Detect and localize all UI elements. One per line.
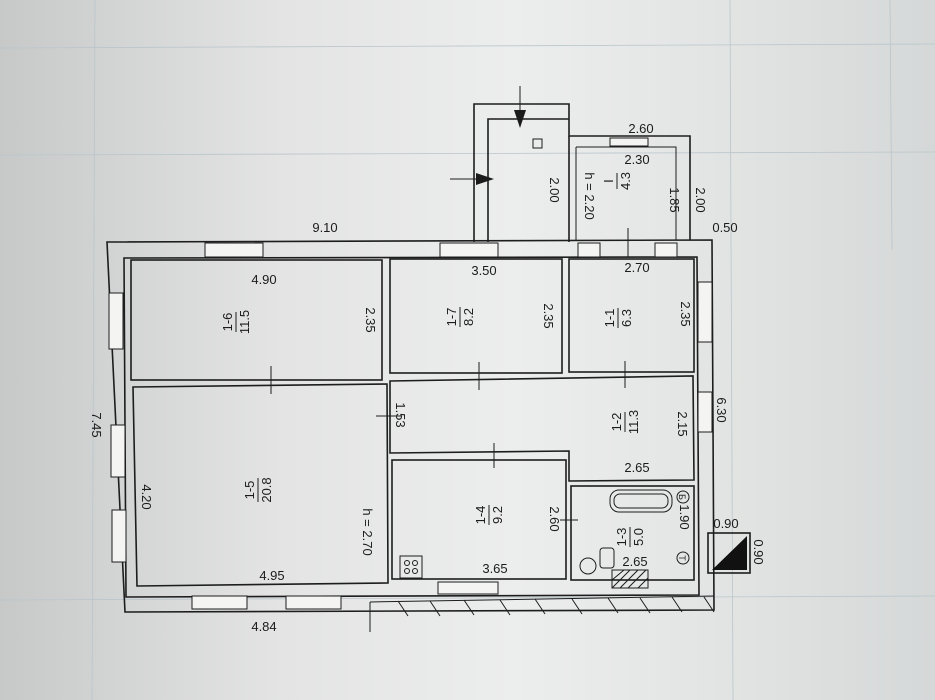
room-1-4-label: 1-4 9.2 xyxy=(473,505,505,525)
fixture-marks: Б Т xyxy=(677,494,687,561)
svg-text:1-7: 1-7 xyxy=(444,308,459,327)
entrance-arrow-icon xyxy=(450,86,526,185)
exterior-walls xyxy=(106,239,715,613)
dim-r13-width: 2.65 xyxy=(622,554,647,569)
svg-text:5.0: 5.0 xyxy=(631,528,646,546)
bath-mark-2: Т xyxy=(677,555,687,561)
vertical-dimensions: 7.45 6.30 2.35 2.35 2.35 2.15 1.53 4.20 … xyxy=(89,172,766,564)
dim-r14-height: 2.60 xyxy=(547,506,562,531)
dim-r14-width: 3.65 xyxy=(482,561,507,576)
svg-text:1-6: 1-6 xyxy=(220,313,235,332)
dim-r11-height: 2.35 xyxy=(678,301,693,326)
svg-text:8.2: 8.2 xyxy=(461,308,476,326)
svg-text:1-4: 1-4 xyxy=(473,506,488,525)
dim-ceiling-main: h = 2.70 xyxy=(360,508,375,555)
dim-r11-width: 2.70 xyxy=(624,260,649,275)
dim-porch-outer-width: 2.60 xyxy=(628,121,653,136)
svg-text:1-5: 1-5 xyxy=(242,481,257,500)
dim-r12-width: 2.65 xyxy=(624,460,649,475)
dim-r17-width: 3.50 xyxy=(471,263,496,278)
legend-symbol xyxy=(707,532,751,574)
interior-walls xyxy=(130,258,695,587)
svg-text:20.8: 20.8 xyxy=(259,477,274,502)
room-1-3-label: 1-3 5.0 xyxy=(614,527,646,547)
room-1-2-label: 1-2 11.3 xyxy=(609,410,641,434)
room-1-6-label: 1-6 11.5 xyxy=(220,310,252,334)
dim-r16-height: 2.35 xyxy=(363,307,378,332)
dim-porch-outer-height: 2.00 xyxy=(693,187,708,212)
svg-text:6.3: 6.3 xyxy=(619,309,634,327)
room-1-7-label: 1-7 8.2 xyxy=(444,307,476,327)
doors xyxy=(270,361,626,521)
dim-bottom-left: 4.84 xyxy=(251,619,276,634)
dim-porch-inner-width: 2.30 xyxy=(624,152,649,167)
dim-porch-offset: 0.50 xyxy=(712,220,737,235)
svg-text:I: I xyxy=(601,179,616,183)
bath-mark-1: Б xyxy=(677,494,687,500)
svg-text:1-3: 1-3 xyxy=(614,528,629,547)
dim-r12-left: 1.53 xyxy=(393,402,408,427)
dim-r13-height: 1.90 xyxy=(677,504,692,529)
svg-text:9.2: 9.2 xyxy=(490,506,505,524)
dim-overall-height: 7.45 xyxy=(89,412,104,437)
dim-r16-width: 4.90 xyxy=(251,272,276,287)
svg-text:11.3: 11.3 xyxy=(626,410,641,434)
room-I-label: I 4.3 xyxy=(601,172,633,190)
dim-right-height: 6.30 xyxy=(714,397,729,422)
dim-legend-width: 0.90 xyxy=(713,516,738,531)
dim-r17-height: 2.35 xyxy=(541,303,556,328)
room-1-5-label: 1-5 20.8 xyxy=(242,477,274,502)
dim-legend-height: 0.90 xyxy=(751,539,766,564)
svg-text:1-2: 1-2 xyxy=(609,413,624,432)
windows xyxy=(108,242,713,610)
dim-r15-height: 4.20 xyxy=(139,484,154,509)
horizontal-dimensions: 9.10 0.50 4.90 3.50 2.70 2.65 4.95 3.65 … xyxy=(251,121,738,634)
dim-porch-ceiling: h = 2.20 xyxy=(582,172,597,219)
dim-overall-width: 9.10 xyxy=(312,220,337,235)
stove-icon xyxy=(399,555,423,579)
ground-hatching xyxy=(369,595,715,632)
dim-porch-left: 2.00 xyxy=(547,177,562,202)
dim-r15-width: 4.95 xyxy=(259,568,284,583)
porch xyxy=(473,103,691,257)
svg-text:4.3: 4.3 xyxy=(618,172,633,190)
svg-text:11.5: 11.5 xyxy=(237,310,252,334)
svg-text:1-1: 1-1 xyxy=(602,309,617,328)
dim-porch-inner-height: 1.85 xyxy=(667,187,682,212)
room-labels: 1-6 11.5 1-7 8.2 1-1 6.3 1-2 11.3 1-5 20… xyxy=(220,172,646,547)
dim-r12-height: 2.15 xyxy=(675,411,690,436)
bathroom-fixtures xyxy=(579,489,690,589)
room-1-1-label: 1-1 6.3 xyxy=(602,308,634,328)
